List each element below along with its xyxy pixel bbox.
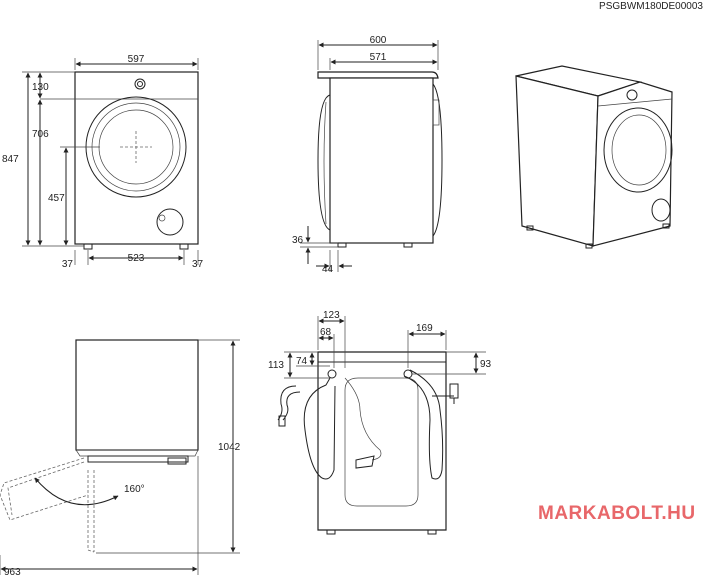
dim-front-top-panel: 130: [32, 82, 49, 93]
rear-left-inlet-icon: [327, 369, 337, 379]
dim-front-total-height: 847: [2, 154, 19, 165]
rear-inlet-hose: [403, 369, 444, 480]
top-body: [75, 339, 199, 451]
isometric-view: [515, 65, 673, 249]
side-foot-front: [403, 242, 413, 248]
dim-side-foot-offset: 44: [322, 264, 334, 275]
dim-front-width: 597: [128, 54, 145, 65]
dim-rear-right-drop: 93: [480, 359, 492, 370]
dim-rear-left-inlet-offset: 123: [323, 310, 340, 321]
dim-side-foot-height: 36: [292, 235, 304, 246]
side-body: [329, 77, 434, 244]
side-top-plate: [317, 71, 439, 79]
dim-front-door-height: 706: [32, 129, 49, 140]
door-angle-arc: [34, 477, 119, 506]
rear-service-panel: [344, 377, 419, 507]
dim-side-body-depth: 571: [370, 52, 387, 63]
dim-door-angle: 160°: [124, 484, 145, 495]
front-body: [74, 71, 199, 245]
front-foot-left: [83, 243, 93, 250]
rear-body: [317, 351, 447, 531]
rear-view: 123 68 113 74 169 93: [268, 310, 492, 535]
dim-rear-left-drop-inner: 74: [296, 356, 308, 367]
dim-rear-left-inlet-inner: 68: [320, 327, 332, 338]
document-code: PSGBWM180DE00003: [599, 1, 703, 12]
front-foot-right: [179, 243, 189, 250]
front-view: 597 847 130 706 457 523 37 37: [2, 54, 204, 270]
side-rear-bulge: [317, 94, 331, 231]
dim-rear-right-inlet-offset: 169: [416, 323, 433, 334]
dim-front-left-offset: 37: [62, 259, 74, 270]
side-view: 600 571 36 44: [292, 35, 443, 275]
top-door-hinge-strip: [87, 455, 189, 463]
side-foot-rear: [337, 242, 347, 248]
dim-top-depth-open: 1042: [218, 442, 241, 453]
iso-knob-icon: [626, 89, 638, 101]
service-flap-icon: [156, 208, 184, 236]
top-door-swing-outline: [0, 457, 89, 521]
dim-front-door-center: 457: [48, 193, 65, 204]
dim-rear-left-drop: 113: [268, 360, 284, 371]
dim-front-feet-span: 523: [128, 253, 145, 264]
brand-watermark: MARKABOLT.HU: [538, 503, 696, 524]
iso-service-flap: [651, 198, 671, 222]
iso-door: [603, 107, 673, 193]
dim-side-total-depth: 600: [370, 35, 387, 46]
dim-top-width-open: 963: [4, 567, 21, 576]
rear-drain-hose: [303, 377, 336, 480]
iso-side: [515, 75, 599, 247]
program-knob-icon: [134, 78, 146, 90]
side-door-profile: [432, 83, 443, 237]
dim-front-right-offset: 37: [192, 259, 204, 270]
top-view: 160° 1042 963: [0, 339, 241, 576]
rear-power-cord: [344, 377, 382, 461]
